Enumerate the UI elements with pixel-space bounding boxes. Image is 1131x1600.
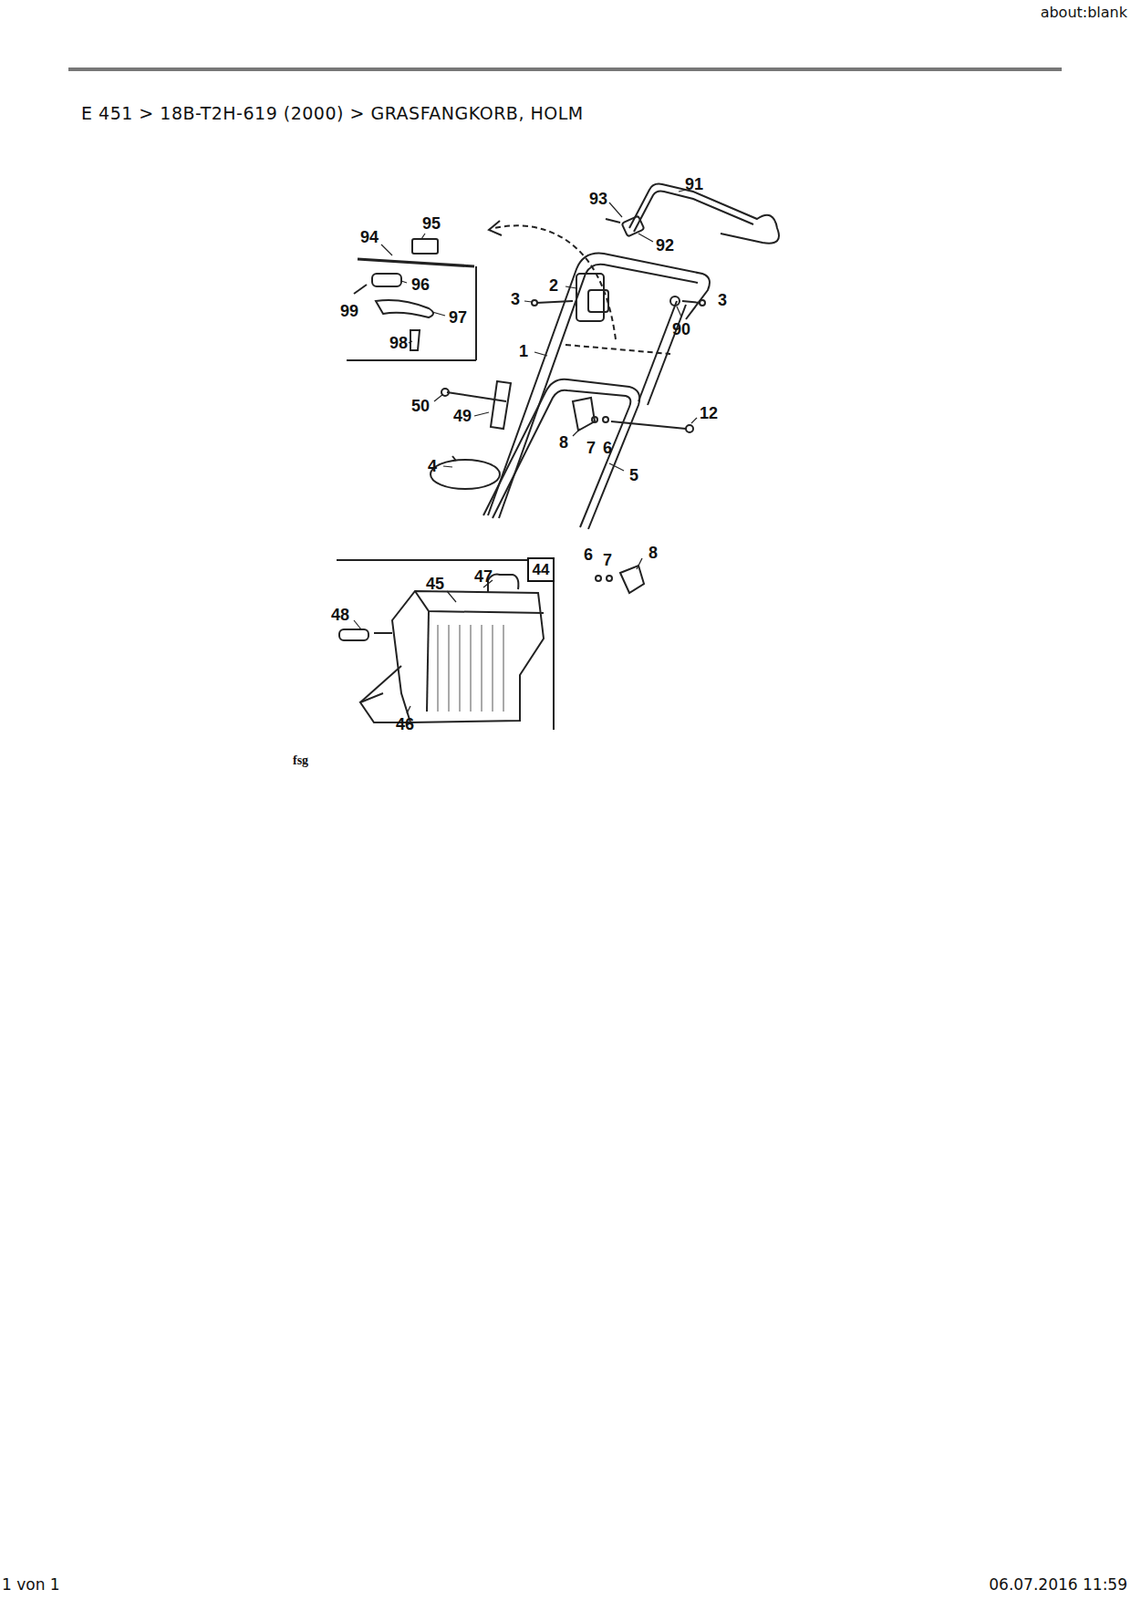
callout-number: 93 [589,190,608,208]
callout-number: 92 [655,237,675,254]
callout-number: 97 [448,309,467,326]
callout-number: 5 [629,466,639,484]
callout-number: 4 [427,457,437,475]
callout-number: 99 [340,302,359,320]
callout-number: 98 [389,334,408,352]
group-number: 44 [532,561,550,578]
breadcrumb-title: E 451 > 18B-T2H-619 (2000) > GRASFANGKOR… [81,103,584,124]
callout-number: 6 [602,439,613,457]
browser-header: about:blank [1040,3,1128,21]
callout-number: 46 [395,715,415,733]
callout-number: 95 [422,215,441,232]
callout-number: 96 [411,276,430,293]
callout-number: 50 [411,397,430,415]
callout-number: 3 [717,291,727,309]
callout-number: 48 [331,606,350,623]
callout-number: 94 [360,228,379,246]
callout-number: 1 [518,342,529,360]
drawing-code: fsg [292,753,309,768]
callout-number: 49 [453,407,472,425]
callout-number: 47 [474,568,493,585]
callout-number: 7 [586,439,596,457]
callout-number: 2 [549,277,559,294]
callout-number: 8 [648,544,658,561]
callout-number: 6 [583,546,593,563]
group-number-box: 44 [527,557,556,582]
callout-number: 8 [559,434,569,451]
callout-number: 7 [602,551,613,569]
callout-number: 91 [684,176,704,193]
callout-number: 90 [672,321,691,338]
page-footer: 1 von 1 [1,1575,61,1594]
page-footer: 06.07.2016 11:59 [988,1575,1128,1594]
callout-number: 3 [510,290,520,308]
callout-number: 45 [425,575,445,592]
callout-number: 12 [699,404,718,422]
